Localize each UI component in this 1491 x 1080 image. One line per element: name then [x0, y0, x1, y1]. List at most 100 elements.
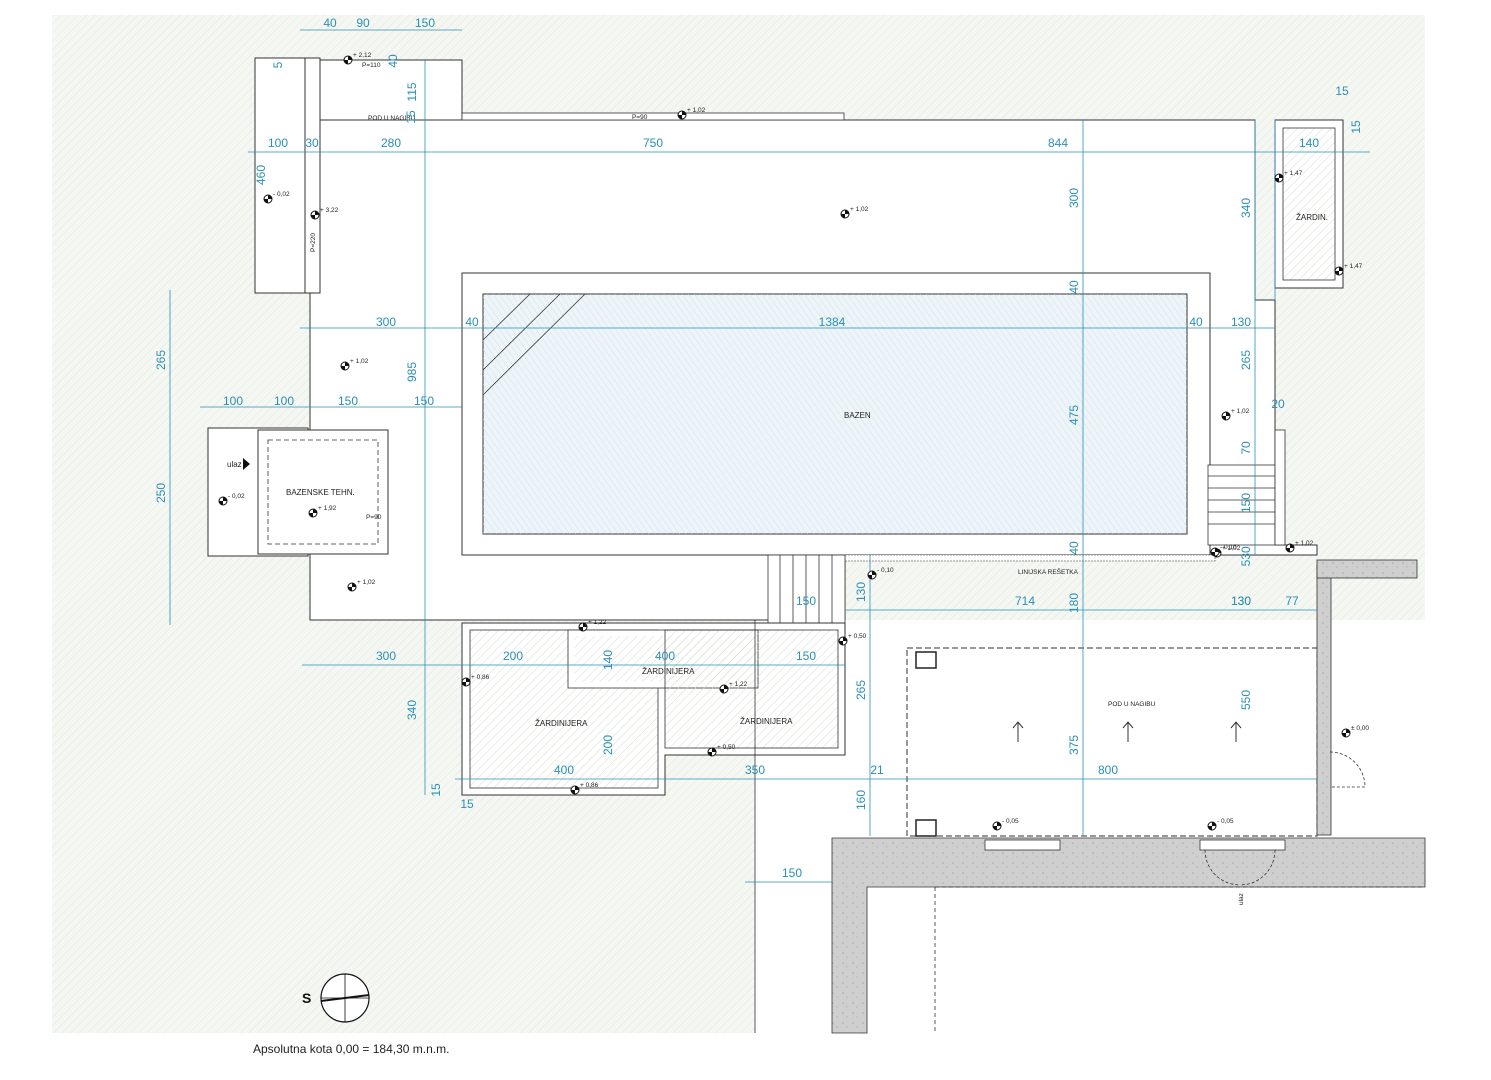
level-marker: + 1,92: [308, 505, 337, 518]
dimension-value: 150: [338, 394, 358, 408]
top-edge-strip: [461, 112, 845, 121]
entrance-arrow: [243, 458, 250, 470]
dimension-value: 5: [271, 61, 285, 68]
level-value: + 1,02: [350, 358, 369, 365]
dimension-value: 30: [305, 136, 319, 150]
level-value: + 0,86: [471, 674, 490, 681]
top-stair-landing: [319, 59, 463, 121]
dimension-value: 77: [1285, 594, 1299, 608]
dimension-value: 70: [1239, 441, 1253, 455]
windows: [984, 839, 1286, 851]
pool-label: BAZEN: [844, 411, 871, 420]
column-1: [915, 651, 937, 669]
level-marker: + 0,86: [461, 674, 490, 687]
level-value: + 1,02: [1222, 545, 1241, 552]
lower-stairs: [767, 554, 846, 624]
dimension-value: 130: [1231, 594, 1251, 608]
compass-s-label: S: [302, 990, 311, 1006]
dimension-value: 475: [1067, 405, 1081, 425]
dimension-value: 200: [601, 735, 615, 755]
level-marker: + 1,02: [1285, 540, 1314, 553]
level-marker: - 0,10: [867, 567, 894, 580]
level-marker: - 0,02: [263, 191, 290, 204]
dimension-value: 250: [154, 483, 168, 503]
right-wall-strip: [1274, 429, 1286, 546]
planter-3: [664, 629, 839, 749]
level-marker: + 1,02: [340, 358, 369, 371]
level-marker: - 0,02: [218, 493, 245, 506]
dimension-value: 300: [376, 649, 396, 663]
dimension-value: 375: [1067, 735, 1081, 755]
level-value: + 1,22: [729, 681, 748, 688]
dimension-value: 5: [1239, 559, 1253, 566]
top-right-wall: [1316, 559, 1418, 579]
level-value: + 1,02: [357, 579, 376, 586]
dimension-value: 100: [223, 394, 243, 408]
dimension-value: 150: [782, 866, 802, 880]
column-2: [915, 819, 937, 837]
slope-floor-terrace-label: POD U NAGIBU: [1108, 701, 1156, 708]
level-value: + 0,86: [580, 782, 599, 789]
level-value: + 3,22: [320, 207, 339, 214]
level-value: + 1,02: [1231, 408, 1250, 415]
dimension-value: 280: [381, 136, 401, 150]
level-value: + 2,12: [353, 52, 372, 59]
tech-room-label: BAZENSKE TEHN.: [286, 488, 355, 497]
level-value: + 1,92: [318, 505, 337, 512]
level-marker: + 0,50: [707, 744, 736, 757]
level-value: + 1,22: [588, 619, 607, 626]
level-value: - 0,10: [1220, 544, 1237, 551]
tech-room: [257, 429, 389, 555]
level-marker: + 1,02: [840, 206, 869, 219]
level-value: - 0,05: [1217, 818, 1234, 825]
level-value: - 0,10: [877, 567, 894, 574]
covered-terrace: [906, 647, 1318, 837]
level-value: + 1,02: [687, 107, 706, 114]
door-swing-2: [1204, 849, 1276, 886]
dimension-value: 40: [1189, 315, 1203, 329]
level-marker: ± 0,00: [1341, 725, 1369, 738]
level-marker: + 1,47: [1334, 263, 1363, 276]
p110-label: P=110: [362, 62, 381, 69]
right-house-wall: [1316, 564, 1332, 836]
level-value: ± 0,00: [1351, 725, 1369, 732]
dimension-value: 100: [274, 394, 294, 408]
dimension-value: 15: [404, 110, 418, 124]
level-markers: + 2,12 + 1,02 - 0,02 + 3,22 + 1,02 + 1,47 + 1,…: [218, 52, 1369, 831]
level-marker: + 2,12: [343, 52, 372, 65]
dimension-value: 100: [268, 136, 288, 150]
right-stairs: [1207, 464, 1276, 546]
tech-room-inner: [267, 439, 379, 545]
dimension-value: 265: [154, 350, 168, 370]
dimension-value: 40: [465, 315, 479, 329]
level-value: - 0,05: [1002, 818, 1019, 825]
level-value: + 1,47: [1284, 170, 1303, 177]
dimension-value: 130: [1231, 315, 1251, 329]
dimension-value: 550: [1239, 690, 1253, 710]
dimension-value: 750: [643, 136, 663, 150]
dimension-value: 300: [376, 315, 396, 329]
level-marker: - 0,05: [1207, 818, 1234, 831]
dimension-value: 400: [554, 763, 574, 777]
p220-label: P=220: [310, 233, 317, 252]
dimension-value: 1384: [819, 315, 846, 329]
dimension-value: 150: [1239, 493, 1253, 513]
planter-top-label: ŽARDIN.: [1296, 213, 1328, 222]
dimension-value: 400: [655, 649, 675, 663]
north-compass: S: [302, 973, 370, 1023]
level-value: + 1,02: [1295, 540, 1314, 547]
dimension-value: 21: [870, 763, 884, 777]
p90b-label: P=90: [366, 514, 382, 521]
dimension-value: 150: [796, 594, 816, 608]
slope-floor-top-label: POD U NAGIBU: [368, 115, 416, 122]
dimension-value: 40: [386, 54, 400, 68]
dimension-value: 460: [254, 165, 268, 185]
slope-arrows: [1012, 721, 1242, 742]
level-marker: + 1,02: [1221, 408, 1250, 421]
level-marker: + 0,86: [570, 782, 599, 795]
dimension-value: 30: [1239, 546, 1253, 560]
dimension-value: 90: [356, 16, 370, 30]
dimension-value: 340: [1239, 198, 1253, 218]
absolute-level-note: Apsolutna kota 0,00 = 184,30 m.n.m.: [253, 1042, 450, 1056]
dimension-value: 200: [503, 649, 523, 663]
